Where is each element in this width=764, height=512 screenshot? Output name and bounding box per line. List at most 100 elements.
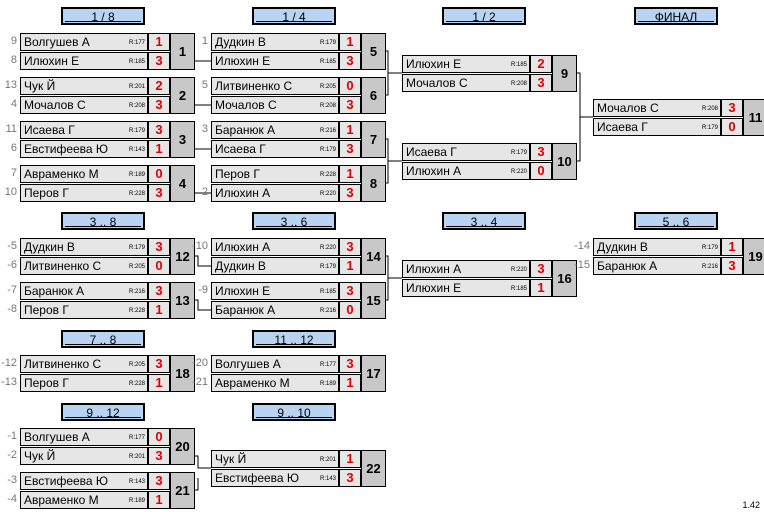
player-rating: R:216 (319, 308, 336, 314)
player-name: Литвиненко С (24, 259, 102, 273)
player-score: 3 (530, 143, 552, 161)
player-score: 3 (339, 140, 361, 158)
player-rating: R:179 (128, 128, 145, 134)
player-rating: R:216 (701, 264, 718, 270)
seed-label: -7 (7, 284, 17, 296)
player-cell[interactable]: Баранюк А R:216 (593, 257, 721, 275)
seed-label: 3 (201, 123, 208, 135)
player-score: 0 (530, 162, 552, 180)
round-header: 3 .. 4 (442, 212, 526, 230)
player-score: 3 (148, 184, 170, 202)
player-cell[interactable]: Волгушев А R:177 (20, 33, 148, 51)
seed-label: 11 (5, 123, 17, 135)
player-score: 1 (148, 491, 170, 509)
player-name: Дудкин В (597, 240, 648, 254)
player-rating: R:201 (319, 457, 336, 463)
seed-label: 8 (10, 54, 17, 66)
player-name: Исаева Г (24, 123, 75, 137)
player-rating: R:220 (510, 169, 527, 175)
player-score: 3 (148, 121, 170, 139)
player-name: Баранюк А (597, 259, 658, 273)
player-score: 0 (148, 165, 170, 183)
player-rating: R:177 (319, 362, 336, 368)
player-name: Волгушев А (24, 35, 90, 49)
player-name: Авраменко М (215, 376, 290, 390)
player-rating: R:208 (510, 81, 527, 87)
player-name: Исаева Г (215, 142, 266, 156)
player-rating: R:228 (319, 172, 336, 178)
match-number: 7 (361, 121, 386, 158)
player-score: 1 (148, 140, 170, 158)
seed-label: -20 (192, 357, 208, 369)
match-number: 6 (361, 77, 386, 114)
match-number: 8 (361, 165, 386, 202)
seed-label: -10 (192, 240, 208, 252)
player-score: 3 (148, 447, 170, 465)
player-score: 3 (530, 74, 552, 92)
player-rating: R:177 (128, 40, 145, 46)
player-name: Перов Г (24, 186, 69, 200)
player-cell[interactable]: Баранюк А R:216 (211, 301, 339, 319)
player-cell[interactable]: Исаева Г R:179 (20, 121, 148, 139)
player-rating: R:185 (128, 59, 145, 65)
player-rating: R:220 (510, 267, 527, 273)
player-score: 1 (148, 33, 170, 51)
match-number: 14 (361, 238, 386, 275)
player-rating: R:205 (319, 84, 336, 90)
seed-label: -2 (7, 449, 17, 461)
player-name: Исаева Г (406, 145, 457, 159)
player-name: Баранюк А (215, 303, 276, 317)
player-rating: R:208 (319, 103, 336, 109)
player-name: Мочалов С (597, 101, 659, 115)
player-score: 3 (530, 260, 552, 278)
player-name: Баранюк А (24, 284, 85, 298)
